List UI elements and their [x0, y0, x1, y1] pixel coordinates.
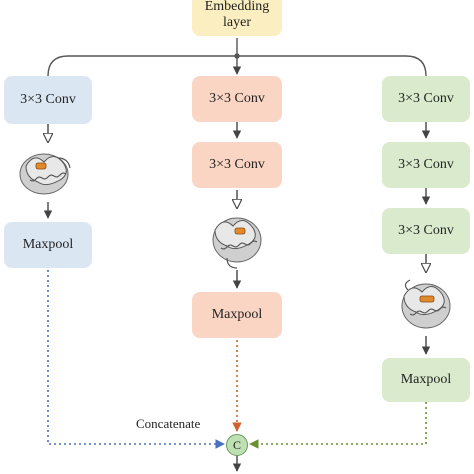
- branch-split-lines: [47, 38, 427, 77]
- right-maxpool-box: Maxpool: [382, 358, 470, 402]
- left-conv-box: 3×3 Conv: [4, 76, 92, 124]
- middle-maxpool-box: Maxpool: [192, 292, 282, 338]
- protein-structure-left: [19, 153, 71, 195]
- protein-structure-middle: [212, 217, 262, 269]
- right-to-concat-line: [249, 402, 427, 449]
- embedding-layer-box: Embedding layer: [192, 0, 282, 36]
- left-maxpool-box: Maxpool: [4, 222, 92, 268]
- right-conv3-box: 3×3 Conv: [382, 208, 470, 254]
- middle-conv2-box: 3×3 Conv: [192, 142, 282, 188]
- left-to-concat-line: [47, 270, 225, 449]
- concatenate-label: Concatenate: [136, 416, 201, 431]
- right-conv1-box: 3×3 Conv: [382, 76, 470, 122]
- protein-structure-right: [401, 279, 451, 329]
- concatenate-node: C: [226, 434, 248, 456]
- right-conv2-box: 3×3 Conv: [382, 142, 470, 188]
- middle-conv1-box: 3×3 Conv: [192, 76, 282, 122]
